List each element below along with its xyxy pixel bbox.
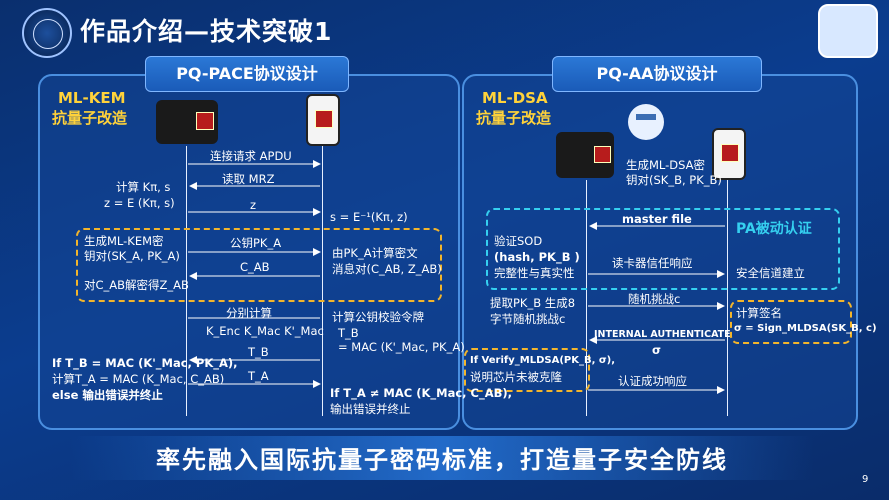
left-msg-keys: K_Enc K_Mac K'_Mac (206, 324, 324, 338)
left-token-3: = MAC (K'_Mac, PK_A) (338, 340, 465, 354)
left-s-decrypt: s = E⁻¹(Kπ, z) (330, 210, 408, 224)
right-panel (462, 74, 858, 430)
slogan: 率先融入国际抗量子密码标准，打造量子安全防线 (156, 446, 728, 474)
avatar-illustration (818, 4, 878, 58)
right-extract-1: 提取PK_B 生成8 (490, 296, 576, 310)
left-token-1: 计算公钥校验令牌 (332, 310, 424, 324)
left-compute-2: z = E (Kπ, s) (104, 196, 175, 210)
right-subtitle-1: ML-DSA (482, 89, 548, 107)
left-enc-2: 消息对(C_AB, Z_AB) (332, 262, 442, 276)
left-decrypt: 对C_AB解密得Z_AB (84, 278, 189, 292)
right-sign-2: σ = Sign_MLDSA(SK_B, c) (734, 323, 877, 334)
left-subtitle-1: ML-KEM (58, 89, 126, 107)
phone-chip-icon-right (712, 128, 746, 180)
left-msg-z: z (250, 198, 257, 212)
left-lifeline-reader (186, 146, 187, 416)
university-logo (22, 8, 72, 58)
page-number: 9 (862, 474, 869, 485)
left-msg-pk: 公钥PK_A (230, 236, 282, 250)
left-gen-2: 钥对(SK_A, PK_A) (84, 249, 180, 263)
left-msg-tb: T_B (248, 345, 269, 359)
right-sign-box (730, 300, 852, 344)
right-check-2: 输出错误并终止 (330, 402, 411, 416)
right-gen-2: 钥对(SK_B, PK_B) (626, 173, 722, 187)
right-channel: 安全信道建立 (736, 266, 805, 280)
left-msg-ta: T_A (248, 369, 269, 383)
left-if-3: else 输出错误并终止 (52, 388, 163, 402)
right-msg-trust: 读卡器信任响应 (612, 256, 693, 270)
left-enc-1: 由PK_A计算密文 (332, 246, 418, 260)
slogan-bar (70, 436, 814, 480)
right-gen-1: 生成ML-DSA密 (626, 158, 706, 172)
left-msg-cab: C_AB (240, 260, 270, 274)
page-title: 作品介绍—技术突破1 (80, 17, 333, 46)
right-verify-box (464, 348, 590, 392)
right-panel-title: PQ-AA协议设计 (552, 56, 762, 92)
right-verify-1: If Verify_MLDSA(PK_B, σ), (470, 355, 616, 366)
left-lifeline-chip (322, 146, 323, 416)
right-sod-2: (hash, PK_B ) (494, 250, 580, 264)
right-msg-sigma: σ (652, 343, 661, 357)
bank-icon (628, 104, 664, 140)
left-compute-1: 计算 Kπ, s (116, 180, 171, 194)
right-msg-master: master file (622, 212, 692, 226)
pa-label: PA被动认证 (736, 221, 812, 237)
right-sod-1: 验证SOD (494, 234, 543, 248)
right-lifeline-reader (586, 180, 587, 416)
left-msg-connect: 连接请求 APDU (210, 149, 292, 163)
phone-chip-icon (306, 94, 340, 146)
right-sod-3: 完整性与真实性 (494, 266, 575, 280)
right-pa-box (486, 208, 840, 290)
left-gen-1: 生成ML-KEM密 (84, 234, 164, 248)
right-sign-1: 计算签名 (736, 306, 782, 320)
reader-device-icon (156, 100, 218, 144)
right-msg-challenge: 随机挑战c (628, 292, 681, 306)
left-if-1: If T_B = MAC (K'_Mac, PK_A), (52, 356, 238, 370)
left-msg-compute: 分别计算 (226, 306, 272, 320)
right-msg-success: 认证成功响应 (618, 374, 687, 388)
left-panel-title: PQ-PACE协议设计 (145, 56, 349, 92)
right-verify-2: 说明芯片未被克隆 (470, 370, 562, 384)
left-kem-box (76, 228, 442, 302)
reader-device-icon-right (556, 132, 614, 178)
right-extract-2: 字节随机挑战c (490, 312, 566, 326)
left-token-2: T_B (338, 326, 359, 340)
left-subtitle-2: 抗量子改造 (52, 109, 128, 127)
right-lifeline-chip (727, 180, 728, 416)
right-subtitle-2: 抗量子改造 (476, 109, 552, 127)
right-msg-internal: INTERNAL AUTHENTICATE (594, 329, 731, 340)
right-check-1: If T_A ≠ MAC (K_Mac, C_AB), (330, 386, 513, 400)
left-if-2: 计算T_A = MAC (K_Mac, C_AB) (52, 372, 225, 386)
left-msg-mrz: 读取 MRZ (222, 172, 275, 186)
